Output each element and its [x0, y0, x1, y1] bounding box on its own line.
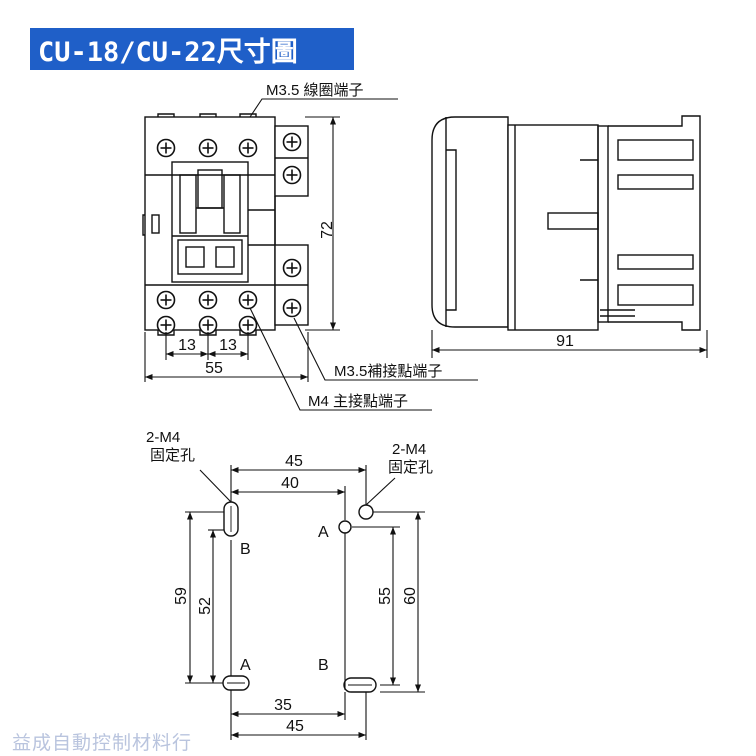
side-dimensions: [431, 330, 708, 358]
mount-top-inner-label: 40: [281, 475, 299, 492]
mount-right-inner-label: 55: [377, 587, 394, 605]
main-terminal-callout: M4 主接點端子: [308, 393, 408, 410]
watermark: 益成自動控制材料行: [12, 732, 193, 754]
point-b-top: B: [240, 541, 251, 558]
mount-top-outer-label: 45: [285, 453, 303, 470]
side-view: [431, 115, 701, 331]
front-dimensions: [144, 98, 478, 411]
mount-left-outer-label: 59: [173, 587, 190, 605]
left-hole-label-line2: 固定孔: [150, 447, 195, 464]
mount-bottom-outer-label: 45: [286, 718, 304, 735]
point-a-bottom: A: [240, 657, 251, 674]
title-banner: CU-18/CU-22尺寸圖: [30, 28, 354, 70]
mount-right-outer-label: 60: [402, 587, 419, 605]
coil-terminal-callout: M3.5 線圈端子: [266, 82, 364, 99]
right-hole-label-line2: 固定孔: [388, 459, 433, 476]
page-title: CU-18/CU-22尺寸圖: [38, 36, 298, 68]
aux-terminal-callout: M3.5補接點端子: [334, 363, 442, 380]
front-height-label: 72: [319, 221, 336, 239]
pitch-right-label: 13: [219, 337, 237, 354]
point-b-bottom: B: [318, 657, 329, 674]
mount-left-inner-label: 52: [197, 597, 214, 615]
mounting-dimensions: [185, 465, 425, 740]
right-hole-label-line1: 2-M4: [392, 441, 426, 458]
front-width-label: 55: [205, 360, 223, 377]
mount-bottom-inner-label: 35: [274, 697, 292, 714]
pitch-left-label: 13: [178, 337, 196, 354]
left-hole-label-line1: 2-M4: [146, 429, 180, 446]
point-a-top: A: [318, 524, 329, 541]
side-depth-label: 91: [556, 333, 574, 350]
